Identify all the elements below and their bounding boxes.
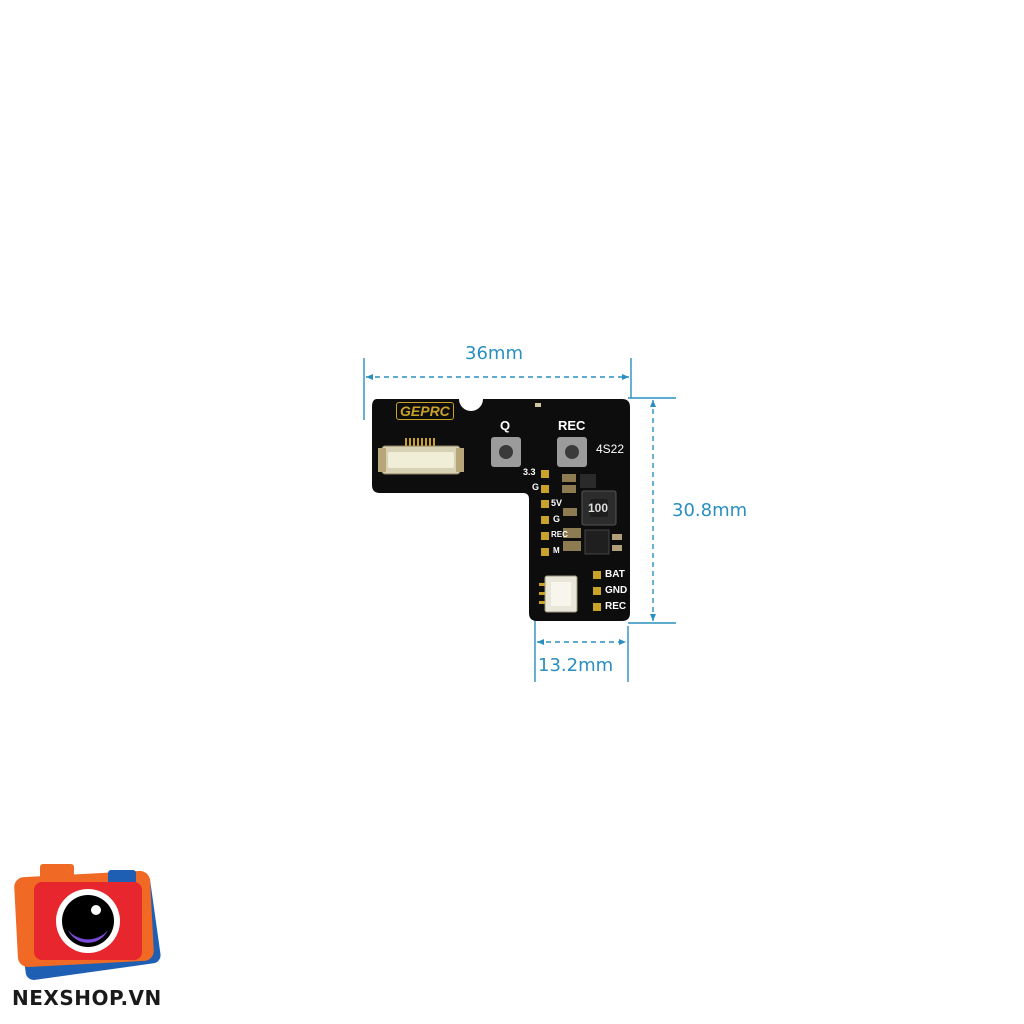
connector-label-rec: REC <box>605 601 627 612</box>
pad-label: 5V <box>551 498 563 508</box>
pad-label: G <box>532 482 540 492</box>
button-rec-label: REC <box>558 418 586 433</box>
pad-label: 3.3 <box>523 467 536 477</box>
button-q-label: Q <box>500 418 511 433</box>
camera-logo-icon <box>14 864 161 980</box>
height-dimension-label: 30.8mm <box>672 500 748 521</box>
connector-label-gnd: GND <box>605 585 628 596</box>
connector-label-bat: BAT <box>605 569 625 580</box>
board-code: 4S22 <box>596 442 625 456</box>
pad-label: REC <box>551 530 568 539</box>
inductor-marking: 100 <box>588 501 609 515</box>
brand-logo: GEPRC <box>396 402 454 420</box>
pad-label: G <box>553 514 561 524</box>
pad-label: M <box>553 546 560 555</box>
watermark-brand-text: NEXSHOP.VN <box>12 986 162 1010</box>
shop-watermark: NEXSHOP.VN <box>0 850 200 1024</box>
width-dimension-label: 36mm <box>465 343 523 364</box>
tab-width-dimension-label: 13.2mm <box>538 655 614 676</box>
